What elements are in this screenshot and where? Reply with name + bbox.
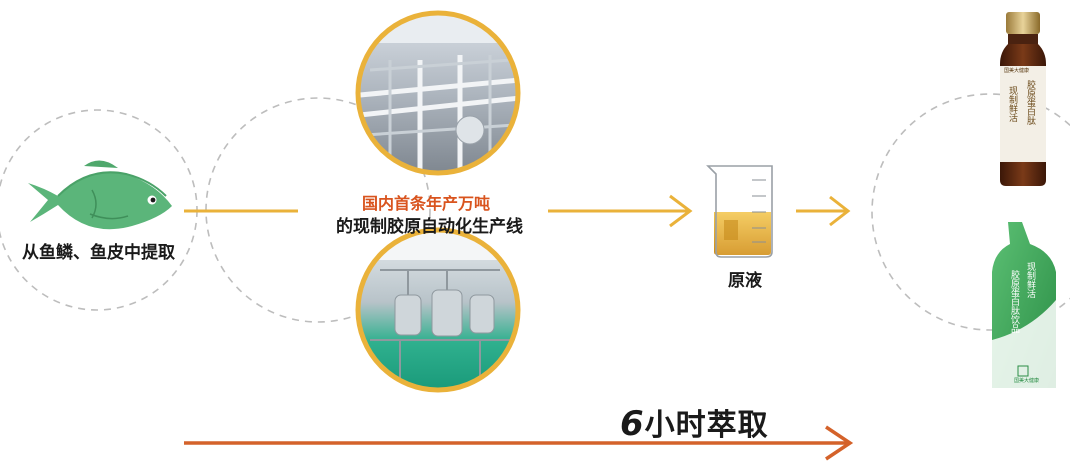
product-bottle [1000, 12, 1046, 186]
pouch-brand-text: 国美大健康 [1014, 377, 1039, 384]
beaker-icon [706, 165, 773, 258]
liquid-label: 原液 [728, 271, 762, 291]
pouch-name-text: 胶原蛋白肽饮品 [1009, 269, 1020, 334]
timeline-arrow [184, 425, 854, 461]
product-pouch [992, 222, 1056, 388]
factory-photo-bottom [355, 227, 521, 393]
factory-photo-top [355, 10, 521, 176]
duration-number: 6 [620, 404, 645, 444]
product-dashed-circle [871, 93, 1070, 331]
extraction-duration: 6小时萃取 [620, 400, 769, 444]
pouch-tag-text: 现制鲜活 [1025, 262, 1036, 299]
production-line-title: 国内首条年产万吨 [362, 194, 491, 213]
bottle-tag-text: 现制鲜活 [1007, 86, 1018, 123]
process-to-liquid-arrow [548, 194, 693, 228]
bottle-brand-text: 国美大健康 [1004, 67, 1029, 74]
liquid-to-product-arrow [796, 195, 851, 227]
source-label: 从鱼鳞、鱼皮中提取 [22, 243, 175, 263]
duration-label: 小时萃取 [644, 408, 769, 443]
bottle-name-text: 胶原蛋白肽 [1025, 79, 1036, 126]
fish-icon [28, 160, 172, 230]
production-line-desc: 的现制胶原自动化生产线 [336, 217, 523, 237]
